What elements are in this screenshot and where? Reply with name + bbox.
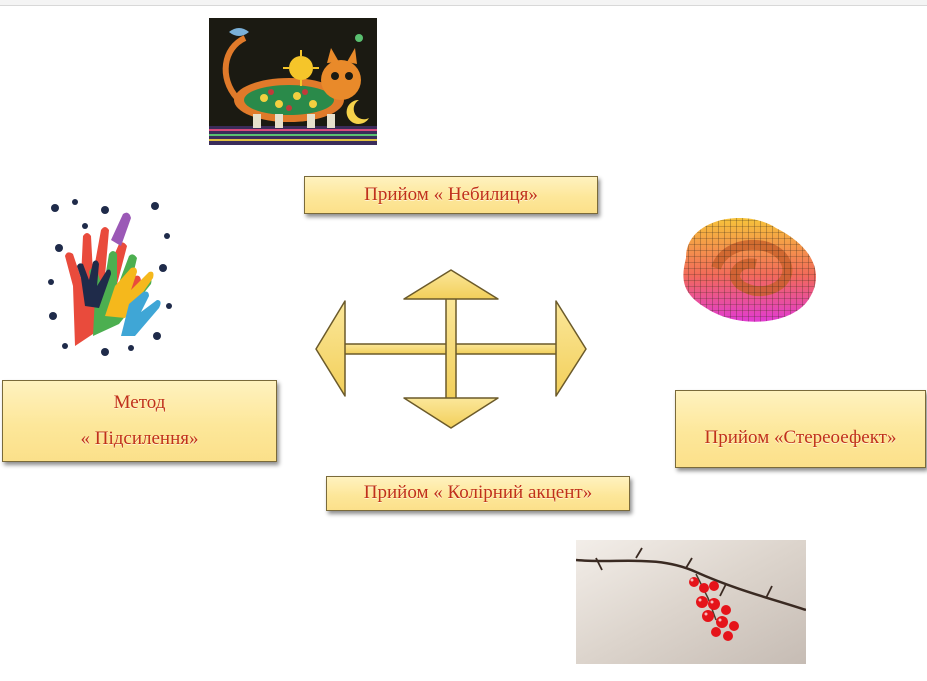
top-rule (0, 0, 927, 6)
arrow-head-down (403, 397, 499, 429)
nebylytsia-label-box: Прийом « Небилиця» (304, 176, 598, 214)
folk-art-cat-picture (209, 18, 377, 145)
pidsylennia-label-box: Метод « Підсилення» (2, 380, 277, 462)
pidsylennia-label-line1: Метод (113, 391, 166, 413)
koliornyi-label: Прийом « Колірний акцент» (363, 482, 593, 504)
four-way-arrow (312, 266, 590, 432)
stereoefekt-label: Прийом «Стереоефект» (704, 426, 897, 448)
viburnum-berries-picture (576, 540, 806, 664)
stereo-knot-picture (676, 208, 834, 330)
arrow-head-right (555, 300, 587, 397)
koliornyi-label-box: Прийом « Колірний акцент» (326, 476, 630, 511)
colorful-hands-picture (45, 196, 177, 358)
stereoefekt-label-box: Прийом «Стереоефект» (675, 390, 926, 468)
arrow-head-up (403, 269, 499, 300)
nebylytsia-label: Прийом « Небилиця» (364, 183, 538, 205)
pidsylennia-label-line2: « Підсилення» (80, 428, 199, 449)
arrow-head-left (315, 300, 346, 397)
